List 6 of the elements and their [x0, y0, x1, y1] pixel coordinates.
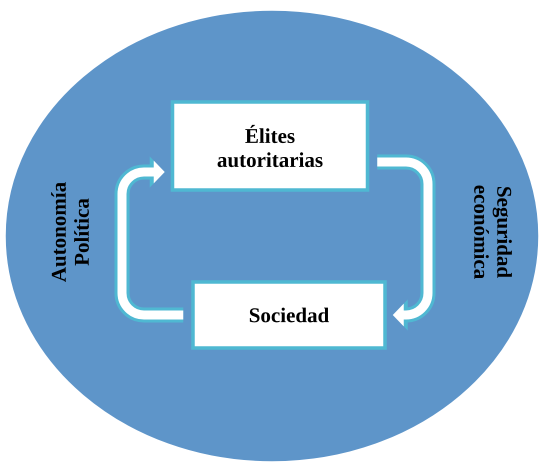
text-box: Sociedad: [191, 280, 387, 350]
edge-label: Autonomía Política: [49, 165, 91, 299]
edge-label: Seguridad económica: [472, 165, 514, 299]
text-box: Élites autoritarias: [170, 100, 370, 192]
arrow: [114, 156, 184, 322]
arrow: [377, 154, 436, 330]
